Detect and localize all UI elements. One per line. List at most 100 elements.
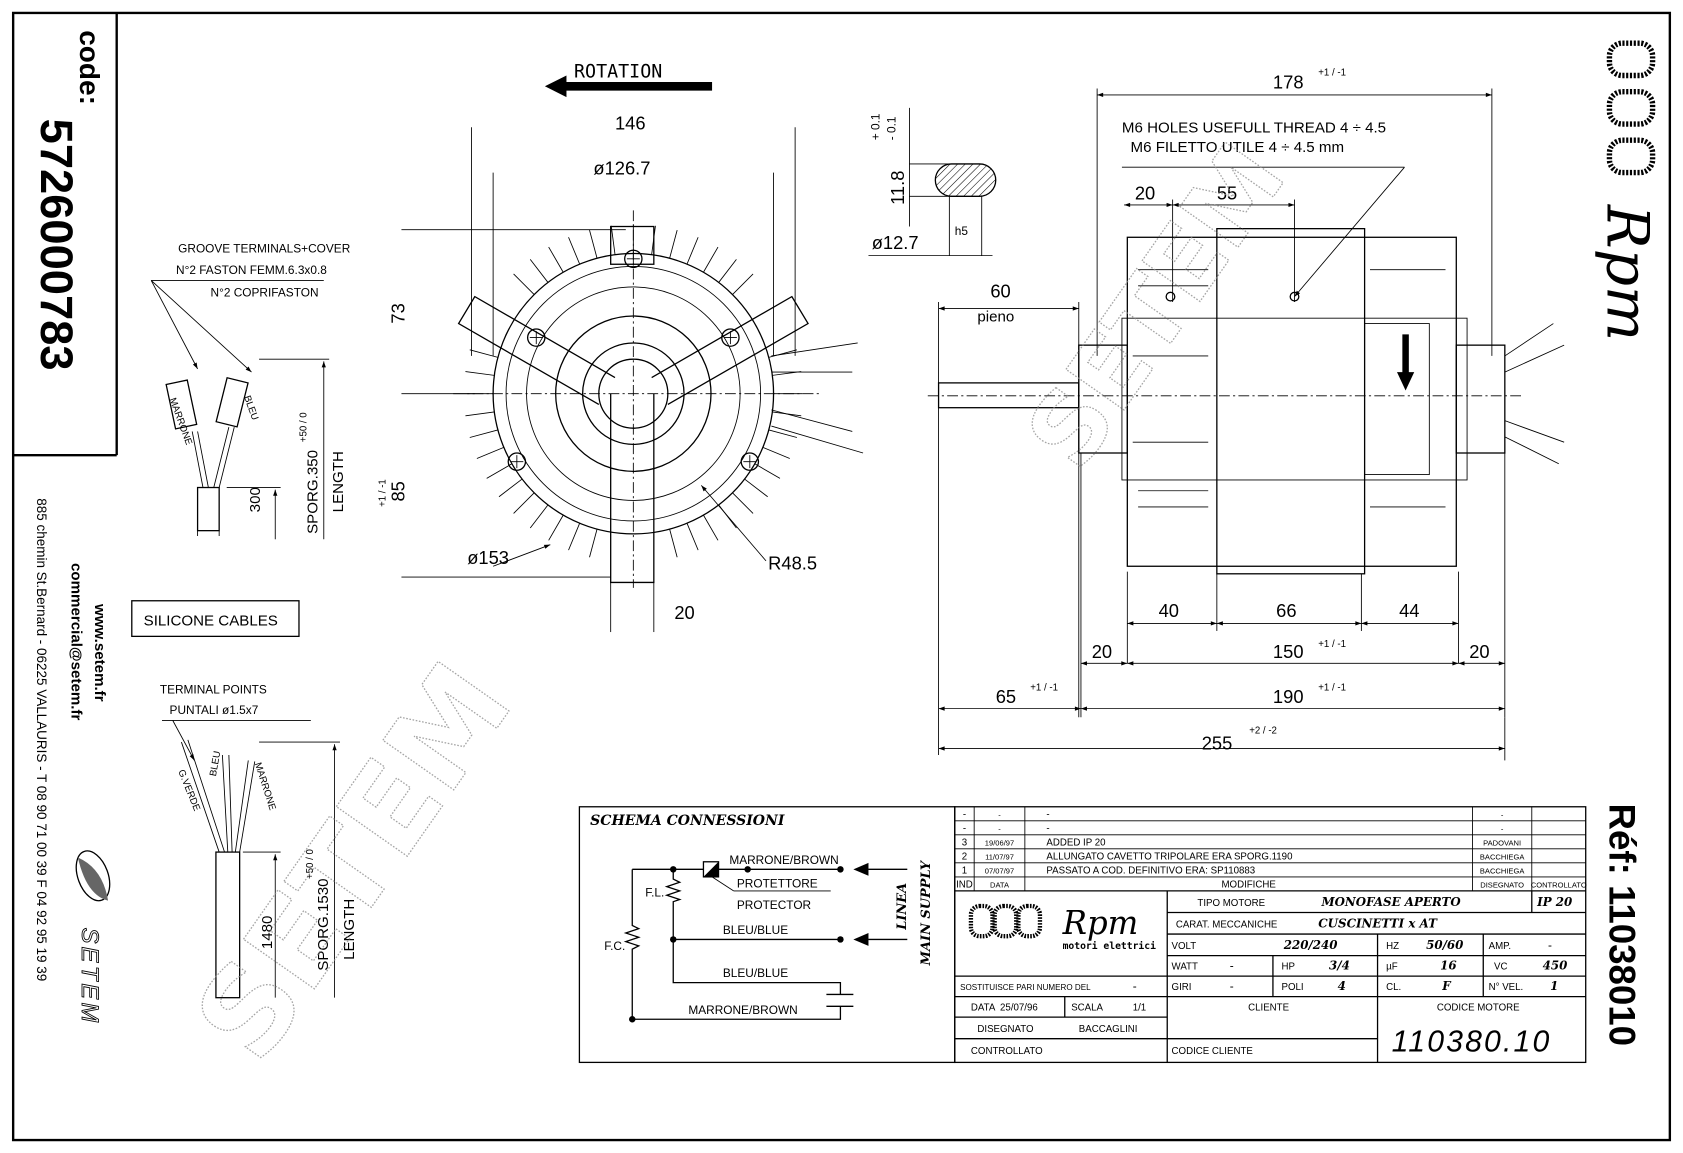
svg-text:CODICE MOTORE: CODICE MOTORE [1437, 1003, 1520, 1014]
svg-text:255: 255 [1202, 733, 1233, 754]
svg-text:+50 / 0: +50 / 0 [299, 412, 310, 443]
svg-text:Rpm: Rpm [1062, 904, 1139, 942]
cooling-fin [744, 478, 768, 498]
cooling-fin [568, 523, 581, 551]
svg-text:CL.: CL. [1386, 982, 1401, 993]
svg-text:50/60: 50/60 [1426, 938, 1464, 952]
svg-text:MARRONE/BROWN: MARRONE/BROWN [688, 1003, 797, 1017]
svg-text:SOSTITUISCE PARI NUMERO DEL: SOSTITUISCE PARI NUMERO DEL [960, 983, 1091, 992]
svg-text:F.C.: F.C. [604, 939, 625, 953]
dim-r48-5: R48.5 [768, 552, 817, 573]
company-address: 885 chemin St.Bernard - 06225 VALLAURIS … [34, 498, 49, 981]
revision-drawn: DISEGNATO [1480, 881, 1524, 890]
cooling-fin [465, 371, 495, 376]
revision-text: PASSATO A COD. DEFINITIVO ERA: SP110883 [1046, 866, 1255, 877]
revision-drawn: PADOVANI [1483, 839, 1521, 848]
svg-text:F.L.: F.L. [645, 885, 664, 899]
svg-text:20: 20 [1092, 641, 1112, 662]
svg-text:150: 150 [1273, 641, 1304, 662]
title-block-logo: Rpm motori elettrici [968, 903, 1156, 952]
revision-drawn: - [1501, 825, 1504, 834]
shaft-fit: h5 [955, 224, 969, 238]
svg-text:-: - [1548, 938, 1552, 952]
svg-text:GROOVE TERMINALS+COVER: GROOVE TERMINALS+COVER [178, 241, 351, 255]
revision-drawn: BACCHIEGA [1480, 867, 1525, 876]
svg-text:TERMINAL POINTS: TERMINAL POINTS [160, 683, 267, 697]
watermark: SETEM [1005, 124, 1307, 488]
svg-text:1: 1 [1550, 979, 1558, 993]
svg-text:TIPO MOTORE: TIPO MOTORE [1197, 898, 1265, 909]
svg-text:WATT: WATT [1172, 962, 1198, 973]
silicone-cables-label: SILICONE CABLES [144, 613, 278, 630]
svg-text:LENGTH: LENGTH [341, 899, 358, 960]
cooling-fin [669, 230, 678, 259]
svg-text:SPORG.1530: SPORG.1530 [315, 878, 332, 970]
svg-text:CUSCINETTI x AT: CUSCINETTI x AT [1318, 917, 1438, 931]
svg-text:F: F [1441, 979, 1452, 993]
svg-text:+2 / -2: +2 / -2 [1249, 725, 1277, 736]
svg-text:190: 190 [1273, 686, 1304, 707]
dim-85-tol: +1 / -1 [377, 479, 388, 507]
dim-146: 146 [615, 112, 646, 133]
rotation-label: ROTATION [574, 62, 662, 83]
svg-text:BLEU/BLUE: BLEU/BLUE [723, 966, 788, 980]
revision-date: 11/07/97 [985, 853, 1014, 862]
svg-text:4: 4 [1338, 979, 1346, 993]
revision-ind: - [963, 824, 966, 835]
revision-ind: - [963, 810, 966, 821]
svg-text:pieno: pieno [977, 308, 1014, 325]
svg-text:65: 65 [996, 686, 1016, 707]
cooling-fin [703, 246, 719, 273]
cooling-fin [610, 225, 616, 255]
code-label: code: [74, 30, 105, 105]
svg-text:N°2 COPRIFASTON: N°2 COPRIFASTON [211, 286, 319, 300]
cooling-fin [548, 514, 564, 541]
svg-text:40: 40 [1159, 600, 1179, 621]
svg-text:16: 16 [1440, 959, 1457, 973]
svg-text:MARRONE: MARRONE [252, 761, 278, 812]
screw-icon [740, 452, 760, 471]
svg-text:DATA: DATA [971, 1003, 996, 1014]
svg-text:POLI: POLI [1282, 982, 1304, 993]
revision-ind: IND [956, 880, 973, 891]
cooling-fin [529, 504, 549, 529]
revision-row: ---- [954, 824, 1586, 836]
svg-text:µF: µF [1386, 962, 1398, 973]
svg-text:44: 44 [1399, 600, 1419, 621]
m6-note-it: M6 FILETTO UTILE 4 ÷ 4.5 mm [1131, 139, 1345, 156]
cooling-fin [465, 411, 495, 417]
svg-text:GIRI: GIRI [1172, 982, 1192, 993]
svg-text:N° VEL.: N° VEL. [1489, 982, 1524, 993]
dim-153: ø153 [467, 547, 509, 568]
cooling-fin [686, 237, 699, 265]
revision-date: - [998, 811, 1001, 820]
cooling-fin [669, 529, 678, 558]
svg-text:IP 20: IP 20 [1536, 895, 1573, 909]
revision-ind: 1 [962, 866, 967, 877]
company-info: www.setem.fr commercial@setem.fr 885 che… [34, 498, 111, 1026]
shaft-flat-dim: 11.8 [887, 171, 908, 205]
shaft-diameter: ø12.7 [872, 232, 919, 253]
revision-date: 07/07/97 [985, 867, 1014, 876]
m6-note-en: M6 HOLES USEFULL THREAD 4 ÷ 4.5 [1122, 120, 1386, 137]
cooling-fin [589, 230, 598, 259]
revision-date: 19/06/97 [985, 839, 1014, 848]
revision-row: 1 07/07/97 PASSATO A COD. DEFINITIVO ERA: … [954, 866, 1586, 878]
svg-text:PROTECTOR: PROTECTOR [737, 898, 812, 912]
svg-text:-: - [1230, 979, 1234, 993]
revision-text: MODIFICHE [1221, 880, 1276, 891]
cooling-fin [513, 492, 535, 514]
cable-detail-faston: GROOVE TERMINALS+COVER N°2 FASTON FEMM.6… [150, 241, 351, 540]
svg-text:AMP.: AMP. [1489, 941, 1511, 952]
svg-text:CARAT. MECCANICHE: CARAT. MECCANICHE [1176, 920, 1278, 931]
svg-text:SETEM: SETEM [76, 928, 102, 1026]
revision-text: ADDED IP 20 [1046, 838, 1106, 849]
screw-icon [507, 452, 527, 471]
revision-ind: 2 [962, 852, 967, 863]
revision-text: - [1046, 824, 1049, 835]
cooling-fin [686, 523, 699, 551]
reference-number: Réf: 11038010 [1601, 804, 1642, 1047]
